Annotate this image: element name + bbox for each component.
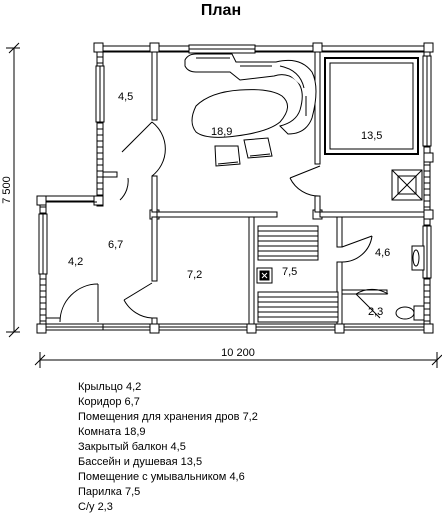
area-label-wood: 7,2: [187, 269, 202, 281]
legend-item: Помещение с умывальником 4,6: [78, 471, 245, 483]
legend-item: С/у 2,3: [78, 501, 113, 513]
legend-item: Парилка 7,5: [78, 486, 141, 498]
legend-item: Закрытый балкон 4,5: [78, 441, 186, 453]
stove-icon: [256, 267, 273, 284]
legend-item: Комната 18,9: [78, 426, 146, 438]
pool: [324, 57, 419, 155]
plan-title: План: [200, 2, 242, 19]
area-label-room: 18,9: [211, 126, 232, 138]
area-label-wc: 2,3: [368, 306, 383, 318]
shower-icon: [391, 169, 423, 201]
steam-bench-upper-icon: [257, 225, 319, 261]
windows: [38, 44, 432, 279]
sink-icon: [411, 245, 425, 271]
interior-walls: [102, 51, 425, 325]
dimension-width: [34, 352, 442, 368]
porch-steps: [46, 201, 97, 319]
doors: [59, 121, 389, 323]
width-label: 10 200: [221, 347, 255, 359]
height-label: 7 500: [1, 176, 13, 204]
table-icon: [191, 89, 288, 138]
floor-plan: 7 500 10 200: [1, 42, 442, 368]
toilet-icon: [395, 305, 425, 321]
room-legend: Крыльцо 4,2 Коридор 6,7 Помещения для хр…: [78, 380, 258, 515]
legend-item: Бассейн и душевая 13,5: [78, 456, 203, 468]
log-ends: [36, 42, 434, 334]
chairs-icon: [214, 137, 273, 167]
area-label-wash: 4,6: [375, 247, 390, 259]
area-label-steam: 7,5: [282, 266, 297, 278]
dimension-height: [6, 42, 20, 338]
area-label-corridor: 6,7: [108, 239, 123, 251]
area-label-porch: 4,2: [68, 256, 83, 268]
legend-item: Крыльцо 4,2: [78, 381, 142, 393]
legend-item: Коридор 6,7: [78, 396, 140, 408]
area-label-pool: 13,5: [361, 130, 382, 142]
sofa-icon: [184, 53, 317, 135]
area-label-balcony: 4,5: [118, 91, 133, 103]
legend-item: Помещения для хранения дров 7,2: [78, 411, 258, 423]
steam-bench-lower-icon: [257, 291, 339, 323]
